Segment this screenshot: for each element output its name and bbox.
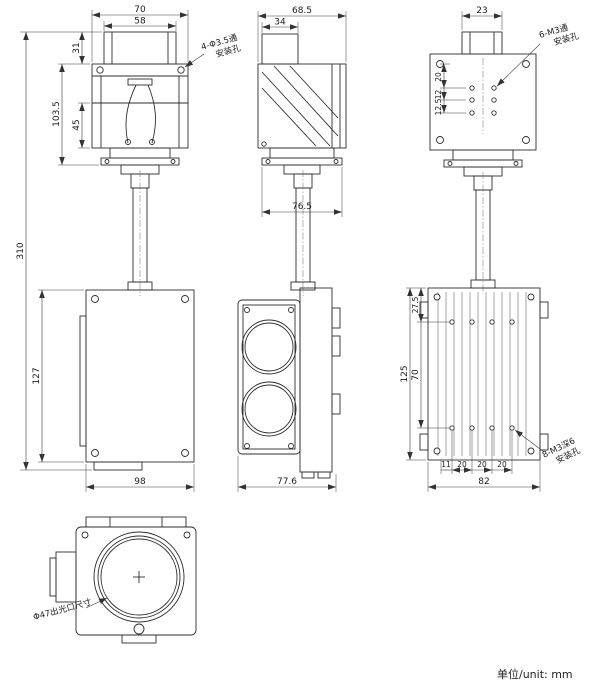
dim-label-11: 11 <box>441 460 451 469</box>
aperture-callout: Φ47出光口尺寸 <box>32 597 108 623</box>
dim-label-58: 58 <box>134 17 146 27</box>
dim-side-overall-width: 68.5 <box>257 6 347 62</box>
dim-block-width: 58 <box>103 17 177 31</box>
dim-label-98: 98 <box>134 477 146 487</box>
dim-block-height: 31 <box>72 32 85 64</box>
dim-label-20b: 20 <box>477 460 487 469</box>
dim-heatsink-width: 82 <box>427 452 541 492</box>
dim-label-23: 23 <box>476 6 487 16</box>
dim-heatsink-hole-pitch: 11 20 20 20 <box>440 431 513 474</box>
dim-label-103-5: 103.5 <box>52 101 62 127</box>
aperture-callout-label: Φ47出光口尺寸 <box>32 597 93 623</box>
unit-note: 单位/unit: mm <box>497 667 573 681</box>
dim-side-flange-width: 76.5 <box>261 167 343 217</box>
dim-label-12-5: 12.5 <box>434 98 443 115</box>
dim-label-310: 310 <box>16 242 26 259</box>
dim-label-70: 70 <box>411 369 421 381</box>
dim-label-82: 82 <box>478 477 489 487</box>
dim-label-76-5: 76.5 <box>292 202 312 212</box>
aperture-outline <box>49 516 197 644</box>
dim-label-68-5: 68.5 <box>292 6 312 16</box>
view-rear: 23 20 12 12.5 6-M3通 安装孔 <box>429 6 580 294</box>
dim-head-height: 103.5 <box>52 63 99 166</box>
dim-lower-section: 45 <box>72 102 90 149</box>
dim-label-125: 125 <box>400 365 410 382</box>
dim-label-20: 20 <box>434 72 443 82</box>
dim-label-20c: 20 <box>497 460 507 469</box>
heatsink-mount-callout: 8-M3深6 安装孔 <box>514 429 582 466</box>
side-body-outline <box>237 287 341 479</box>
dim-body-height: 127 <box>32 289 84 463</box>
view-side: 68.5 34 76.5 77.6 <box>237 6 347 492</box>
dim-side-body-width: 77.6 <box>237 456 337 492</box>
dim-label-45: 45 <box>72 119 82 130</box>
dim-label-34: 34 <box>274 18 286 28</box>
rear-mount-callout: 6-M3通 安装孔 <box>496 22 580 87</box>
front-mount-callout: 4-Φ3.5通 安装孔 <box>184 32 242 68</box>
front-outline <box>79 31 195 471</box>
dim-label-31: 31 <box>72 42 82 53</box>
dim-overall-height: 310 <box>16 31 102 471</box>
heatsink-fins <box>437 292 527 456</box>
dim-label-20a: 20 <box>457 460 467 469</box>
dim-rear-block-width: 23 <box>461 6 503 30</box>
dim-label-127: 127 <box>32 367 42 384</box>
dim-label-77-6: 77.6 <box>277 477 297 487</box>
dim-heatsink-hole-offsets: 27.5 70 <box>411 288 450 429</box>
dim-plate-width: 70 <box>91 5 189 62</box>
dim-label-27-5: 27.5 <box>411 296 420 313</box>
dim-label-70: 70 <box>134 5 146 15</box>
view-heatsink: 125 27.5 70 11 20 20 20 <box>400 287 582 492</box>
dim-label-12: 12 <box>434 90 443 100</box>
view-aperture: Φ47出光口尺寸 <box>32 516 197 644</box>
heatsink-holes <box>433 293 535 455</box>
dim-side-block-width: 34 <box>261 18 299 33</box>
dim-body-width: 98 <box>85 464 195 492</box>
side-outline <box>257 33 347 291</box>
view-front: 70 58 310 103.5 31 45 <box>16 5 242 492</box>
heatsink-outline <box>419 287 549 461</box>
dim-rear-hole-offsets: 20 12 12.5 <box>434 63 466 115</box>
